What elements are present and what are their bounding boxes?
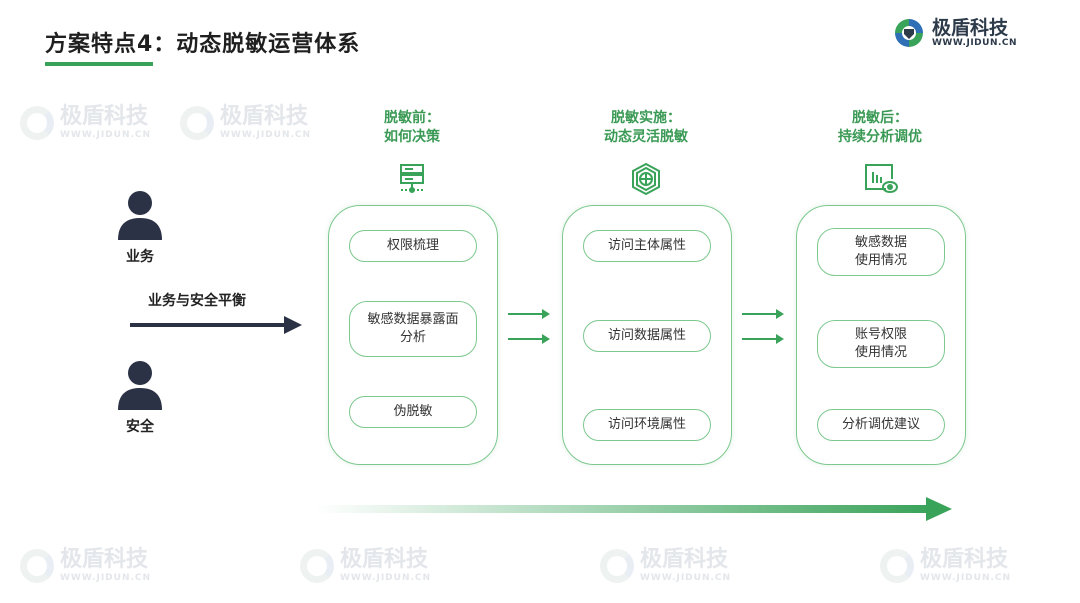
balance-arrow-icon	[130, 316, 302, 334]
stage-3-title: 脱敏后：持续分析调优	[838, 110, 922, 145]
stage-1-title: 脱敏前：如何决策	[384, 110, 440, 145]
item-account-permission-usage: 账号权限 使用情况	[817, 320, 945, 368]
watermark-name: 极盾科技	[920, 547, 1009, 572]
server-icon	[400, 164, 424, 193]
progress-arrow-icon	[316, 497, 952, 521]
actor-security-label: 安全	[126, 419, 154, 435]
flow-arrow-icon	[742, 334, 784, 344]
item-exposure-analysis: 敏感数据暴露面 分析	[349, 301, 477, 357]
watermark-name: 极盾科技	[60, 104, 149, 129]
stage-2-box: 访问主体属性 访问数据属性 访问环境属性	[562, 205, 732, 465]
watermark-name: 极盾科技	[340, 547, 429, 572]
page-title: 方案特点4：动态脱敏运营体系	[45, 32, 361, 57]
item-permission-review: 权限梳理	[349, 230, 477, 262]
watermark-url: WWW.JIDUN.CN	[340, 573, 432, 583]
watermark-url: WWW.JIDUN.CN	[640, 573, 732, 583]
watermark-logo-icon	[180, 106, 214, 140]
watermark-url: WWW.JIDUN.CN	[920, 573, 1012, 583]
watermark-logo-icon	[600, 549, 634, 583]
item-tuning-advice: 分析调优建议	[817, 409, 945, 441]
watermark-url: WWW.JIDUN.CN	[60, 130, 152, 140]
brand-logo: 极盾科技 WWW.JIDUN.CN	[892, 16, 1017, 50]
monitor-eye-icon	[865, 164, 898, 193]
watermark-name: 极盾科技	[640, 547, 729, 572]
watermark-logo-icon	[20, 106, 54, 140]
stage-1-box: 权限梳理 敏感数据暴露面 分析 伪脱敏	[328, 205, 498, 465]
item-pseudo-masking: 伪脱敏	[349, 396, 477, 428]
title-underline	[45, 62, 153, 66]
brand-url: WWW.JIDUN.CN	[932, 38, 1018, 48]
item-data-attributes: 访问数据属性	[583, 320, 711, 352]
stage-3-box: 敏感数据 使用情况 账号权限 使用情况 分析调优建议	[796, 205, 966, 465]
watermark-url: WWW.JIDUN.CN	[220, 130, 312, 140]
watermark-logo-icon	[20, 549, 54, 583]
balance-label: 业务与安全平衡	[148, 293, 246, 309]
watermark-name: 极盾科技	[220, 104, 309, 129]
flow-arrow-icon	[508, 334, 550, 344]
watermark-logo-icon	[880, 549, 914, 583]
flow-arrow-icon	[508, 309, 550, 319]
watermark-logo-icon	[300, 549, 334, 583]
item-environment-attributes: 访问环境属性	[583, 409, 711, 441]
item-sensitive-data-usage: 敏感数据 使用情况	[817, 228, 945, 276]
brand-logo-icon	[895, 19, 923, 47]
watermark-name: 极盾科技	[60, 547, 149, 572]
watermark-url: WWW.JIDUN.CN	[60, 573, 152, 583]
flow-arrow-icon	[742, 309, 784, 319]
stage-2-title: 脱敏实施：动态灵活脱敏	[604, 110, 688, 145]
item-subject-attributes: 访问主体属性	[583, 230, 711, 262]
user-icon	[118, 191, 162, 240]
brand-name: 极盾科技	[932, 17, 1009, 39]
shield-globe-icon	[632, 162, 660, 196]
actor-business-label: 业务	[126, 249, 154, 265]
user-icon	[118, 361, 162, 410]
